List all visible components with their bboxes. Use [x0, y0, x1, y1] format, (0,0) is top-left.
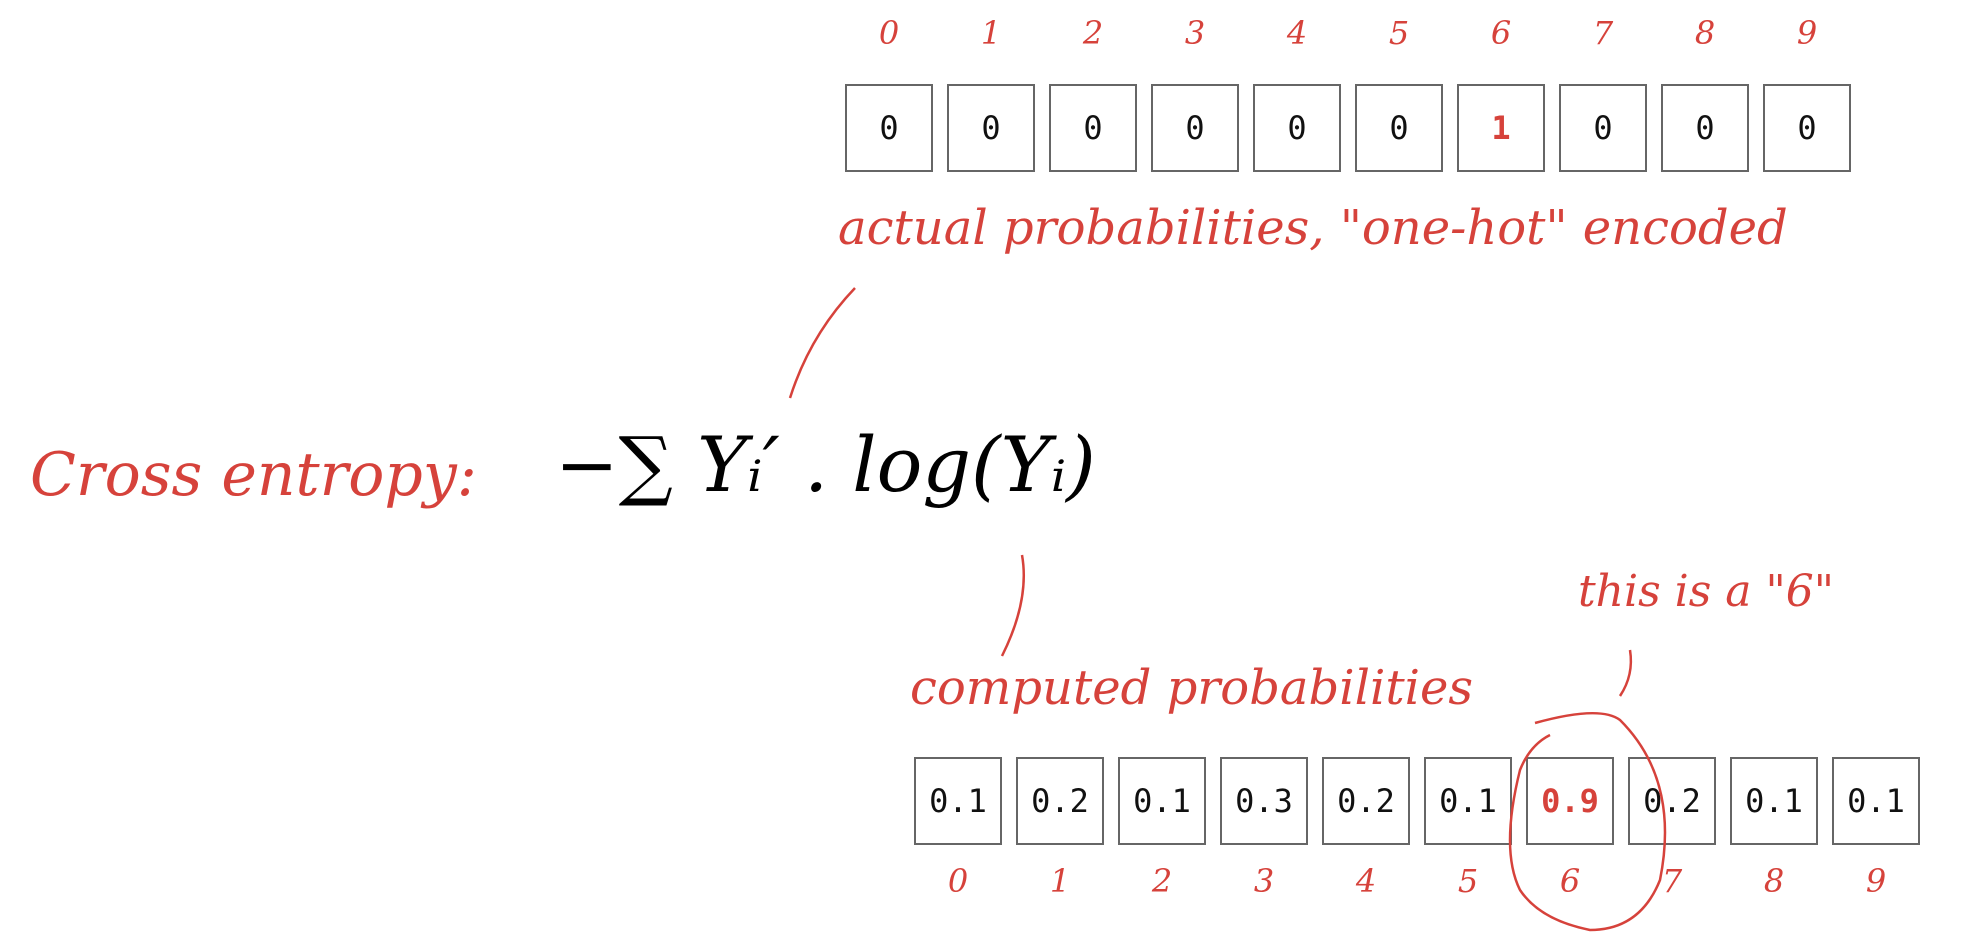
- index-label: 3: [1184, 14, 1206, 52]
- index-label: 4: [1355, 862, 1377, 900]
- probability-cell: 0: [1661, 84, 1749, 172]
- probability-cell: 0.3: [1220, 757, 1308, 845]
- probability-cell: 0.2: [1322, 757, 1410, 845]
- probability-cell: 0.1: [1832, 757, 1920, 845]
- this-is-a-six-note: this is a "6": [1578, 566, 1834, 617]
- index-label: 7: [1661, 862, 1683, 900]
- index-label: 8: [1694, 14, 1716, 52]
- index-label: 0: [947, 862, 969, 900]
- highlight-circle: [1508, 712, 1667, 932]
- bottom-index-row: 0 1 2 3 4 5 6 7 8 9: [914, 862, 1920, 900]
- computed-probabilities-label: computed probabilities: [910, 660, 1473, 716]
- pointer-line-bottom: [1000, 554, 1025, 657]
- cross-entropy-title: Cross entropy:: [30, 440, 477, 510]
- probability-cell: 0: [1559, 84, 1647, 172]
- cross-entropy-formula: −∑ Yᵢ′ . log(Yᵢ): [555, 420, 1096, 509]
- probability-cell: 0.2: [1628, 757, 1716, 845]
- probability-cell: 0: [1253, 84, 1341, 172]
- index-label: 1: [1049, 862, 1071, 900]
- index-label: 5: [1388, 14, 1410, 52]
- probability-cell: 0: [1763, 84, 1851, 172]
- probability-cell: 0.1: [1424, 757, 1512, 845]
- probability-cell: 0: [1151, 84, 1239, 172]
- index-label: 8: [1763, 862, 1785, 900]
- top-index-row: 0 1 2 3 4 5 6 7 8 9: [845, 14, 1851, 52]
- actual-probabilities-label: actual probabilities, "one-hot" encoded: [838, 200, 1788, 256]
- probability-cell: 0.1: [1118, 757, 1206, 845]
- probability-cell: 0.9: [1526, 757, 1614, 845]
- probability-cell: 0: [845, 84, 933, 172]
- pointer-line-top: [788, 287, 856, 399]
- probability-cell: 1: [1457, 84, 1545, 172]
- pointer-line-note: [1618, 649, 1633, 697]
- index-label: 2: [1151, 862, 1173, 900]
- index-label: 7: [1592, 14, 1614, 52]
- probability-cell: 0: [1355, 84, 1443, 172]
- probability-cell: 0.1: [1730, 757, 1818, 845]
- index-label: 4: [1286, 14, 1308, 52]
- index-label: 2: [1082, 14, 1104, 52]
- index-label: 3: [1253, 862, 1275, 900]
- index-label: 9: [1796, 14, 1818, 52]
- index-label: 6: [1490, 14, 1512, 52]
- probability-cell: 0.1: [914, 757, 1002, 845]
- probability-cell: 0: [1049, 84, 1137, 172]
- probability-cell: 0: [947, 84, 1035, 172]
- index-label: 1: [980, 14, 1002, 52]
- index-label: 6: [1559, 862, 1581, 900]
- index-label: 0: [878, 14, 900, 52]
- probability-cell: 0.2: [1016, 757, 1104, 845]
- index-label: 9: [1865, 862, 1887, 900]
- index-label: 5: [1457, 862, 1479, 900]
